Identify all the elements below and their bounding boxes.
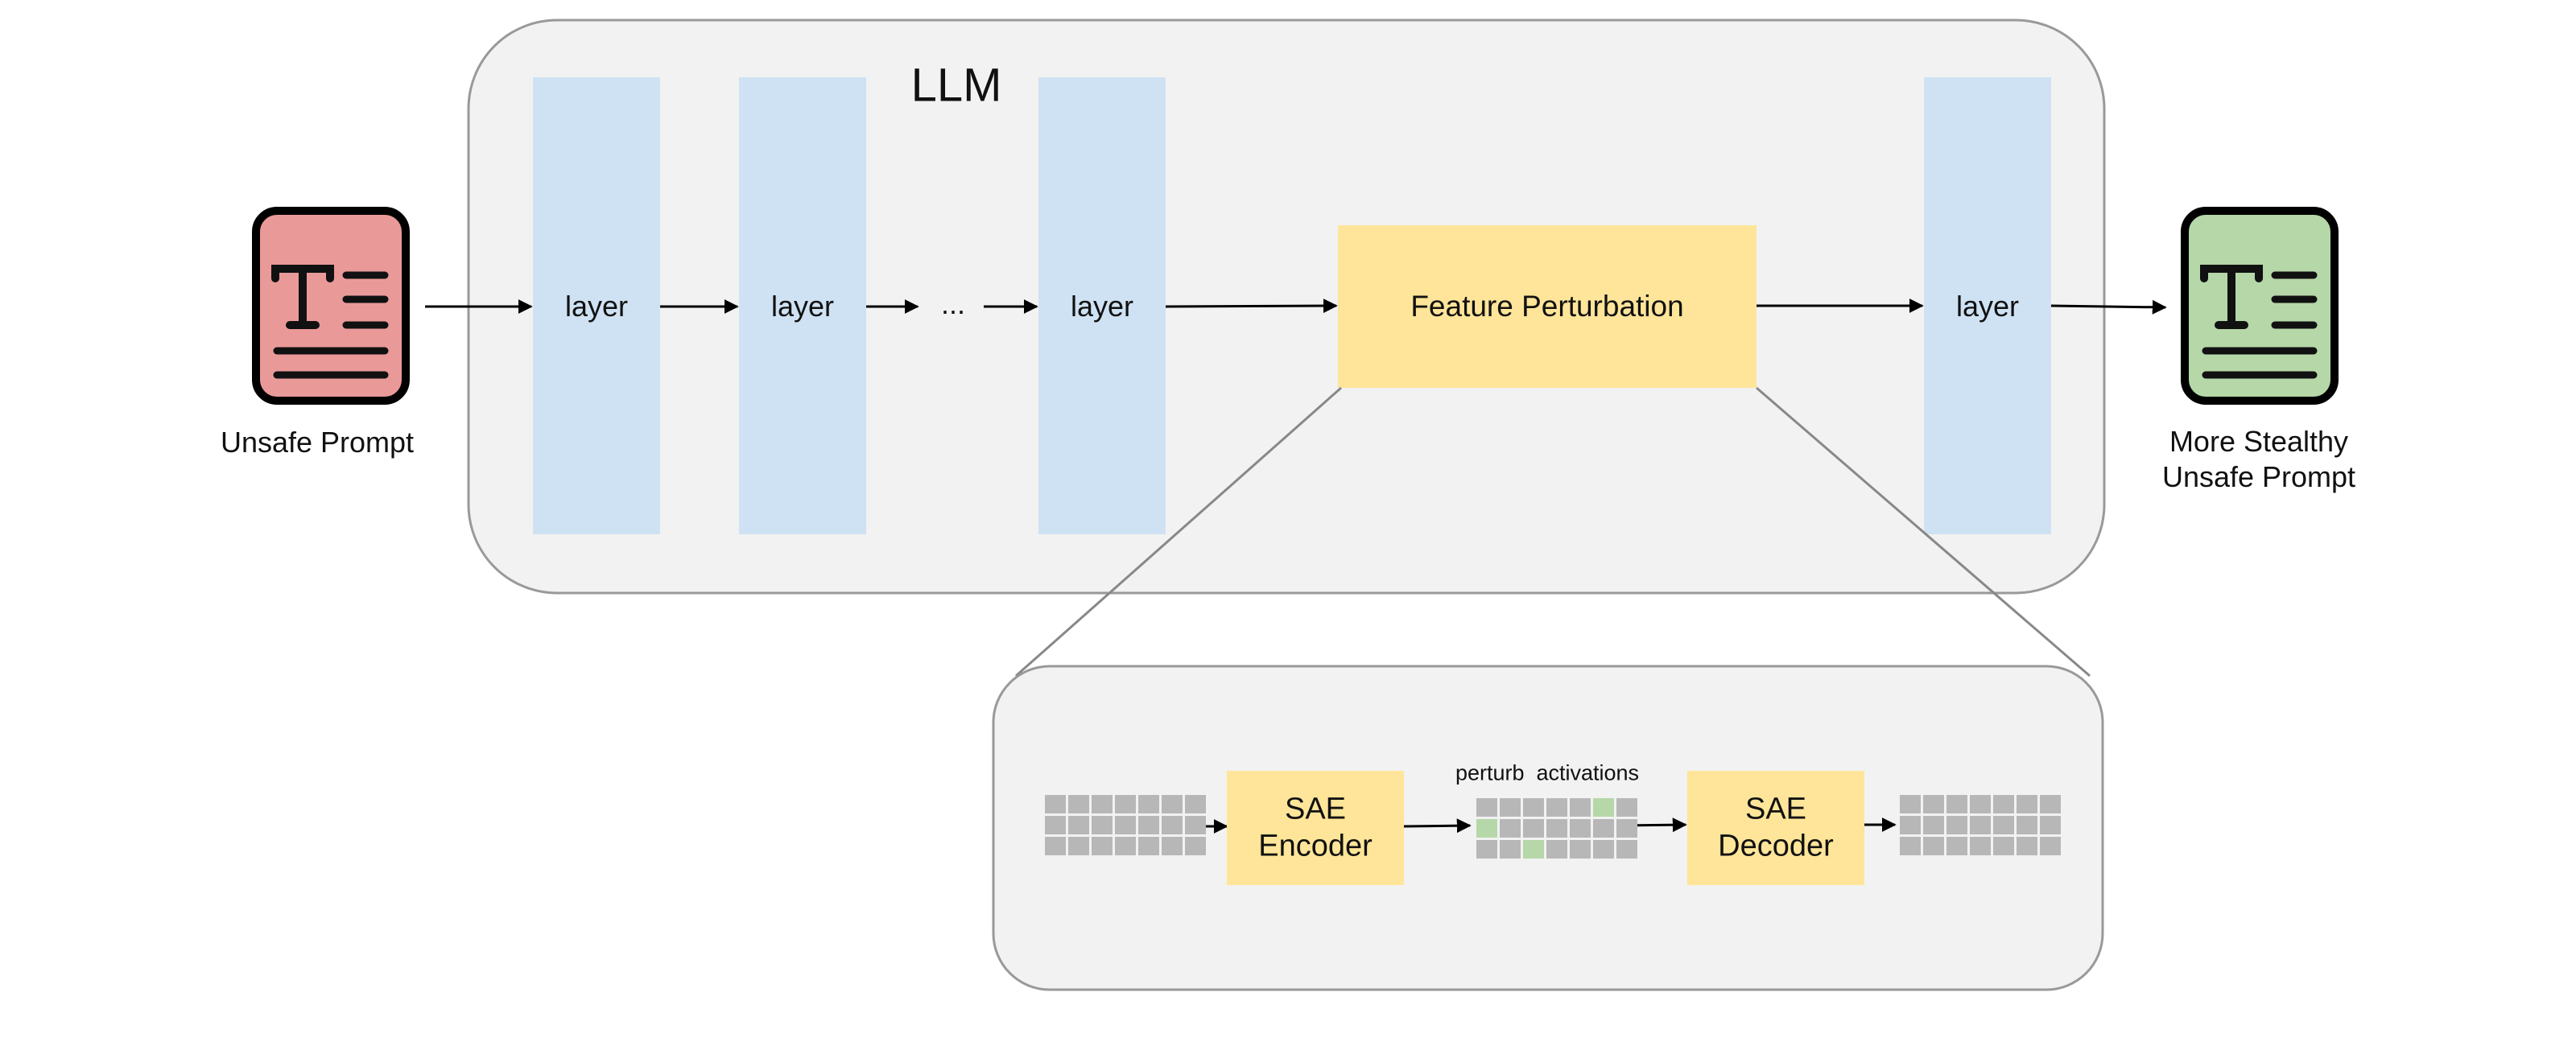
layer-block-1 (533, 77, 660, 534)
activation-cell (1616, 819, 1637, 838)
llm-title: LLM (910, 59, 1002, 112)
layer-block-2 (739, 77, 866, 534)
activation-cell (1115, 795, 1136, 813)
activation-cell (1092, 816, 1113, 834)
activation-cell (1900, 837, 1921, 855)
activation-cell (1115, 837, 1136, 855)
activation-cell (1162, 816, 1183, 834)
activation-cell (1045, 795, 1066, 813)
activation-cell (1185, 795, 1206, 813)
activation-cell (2017, 837, 2037, 855)
feature-perturbation-label: Feature Perturbation (1410, 290, 1684, 323)
activation-cell (1616, 840, 1637, 859)
activation-cell (1946, 837, 1967, 855)
activation-cell (1923, 837, 1944, 855)
activation-cell (1138, 795, 1159, 813)
input-activation-grid (1045, 795, 1206, 855)
layer-label-4: layer (1955, 290, 2020, 323)
perturb-activations-label: perturb activations (1455, 760, 1640, 785)
feature-perturbation-box (1338, 225, 1757, 388)
activation-cell (2040, 837, 2061, 855)
activation-cell-perturbed (1523, 840, 1544, 859)
input-prompt-label: Unsafe Prompt (220, 426, 415, 459)
activation-cell-perturbed (1593, 798, 1614, 817)
activation-cell (1476, 840, 1497, 859)
activation-cell (1092, 795, 1113, 813)
activation-cell (1593, 819, 1614, 838)
activation-cell (1570, 819, 1591, 838)
activation-cell (1993, 795, 2014, 813)
activation-cell (1115, 816, 1136, 834)
activation-cell (1546, 819, 1567, 838)
activation-cell (1993, 837, 2014, 855)
activation-cell (1900, 816, 1921, 834)
layer-label-2: layer (770, 290, 835, 323)
activation-cell (1185, 837, 1206, 855)
zoom-line-left (1015, 386, 1342, 677)
activation-cell (1523, 798, 1544, 817)
activation-cell (1523, 819, 1544, 838)
perturbed-activation-grid (1476, 798, 1637, 859)
activation-cell (1092, 837, 1113, 855)
sae-decoder-box (1687, 771, 1864, 885)
layer-label-3: layer (1070, 290, 1134, 323)
arrow-layer4-to-output (2050, 299, 2167, 315)
arrow-layer3-to-feature (1165, 299, 1338, 314)
output-prompt-label: More Stealthy Unsafe Prompt (2161, 425, 2356, 493)
main-flow-arrows (425, 299, 2167, 315)
activation-cell (1162, 795, 1183, 813)
activation-cell (1162, 837, 1183, 855)
activation-cell-perturbed (1476, 819, 1497, 838)
activation-cell (1923, 795, 1944, 813)
activation-cell (1546, 840, 1567, 859)
layer-block-3 (1038, 77, 1166, 534)
activation-cell (1138, 816, 1159, 834)
activation-cell (1068, 816, 1089, 834)
activation-cell (1970, 795, 1991, 813)
layer-label-1: layer (564, 290, 629, 323)
activation-cell (1185, 816, 1206, 834)
activation-cell (2017, 795, 2037, 813)
activation-cell (1045, 837, 1066, 855)
activation-cell (1900, 795, 1921, 813)
activation-cell (1946, 795, 1967, 813)
activation-cell (1068, 837, 1089, 855)
activation-cell (2017, 816, 2037, 834)
activation-cell (1476, 798, 1497, 817)
activation-cell (1923, 816, 1944, 834)
activation-cell (1593, 840, 1614, 859)
activation-cell (1045, 816, 1066, 834)
activation-cell (1500, 819, 1521, 838)
output-document-icon (2181, 207, 2339, 405)
activation-cell (1068, 795, 1089, 813)
layer-block-4 (1924, 77, 2051, 534)
sae-encoder-label: SAE Encoder (1258, 792, 1373, 863)
sae-encoder-box (1227, 771, 1404, 885)
zoom-line-right (1756, 386, 2091, 677)
activation-cell (1500, 840, 1521, 859)
activation-cell (1570, 840, 1591, 859)
activation-cell (1946, 816, 1967, 834)
activation-cell (1970, 816, 1991, 834)
output-activation-grid (1900, 795, 2061, 855)
activation-cell (1993, 816, 2014, 834)
input-document-icon (252, 207, 410, 405)
activation-cell (2040, 795, 2061, 813)
activation-cell (1500, 798, 1521, 817)
activation-cell (1138, 837, 1159, 855)
ellipsis-label: ... (940, 287, 966, 320)
sae-decoder-label: SAE Decoder (1718, 792, 1834, 863)
activation-cell (1570, 798, 1591, 817)
activation-cell (1546, 798, 1567, 817)
activation-cell (2040, 816, 2061, 834)
activation-cell (1970, 837, 1991, 855)
activation-cell (1616, 798, 1637, 817)
